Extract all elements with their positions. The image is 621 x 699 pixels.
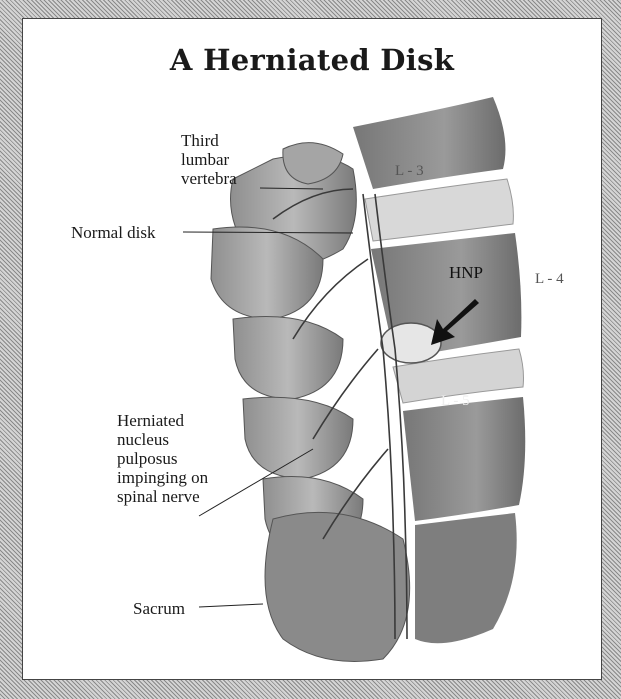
label-hnp: HNP xyxy=(449,263,483,282)
diagram-title: A Herniated Disk xyxy=(23,43,601,77)
label-sacrum: Sacrum xyxy=(133,599,185,618)
label-herniated: Herniated nucleus pulposus impinging on … xyxy=(117,411,208,506)
diagram-panel: A Herniated Disk Third lumbar vertebra N… xyxy=(22,18,602,680)
label-l3: L - 3 xyxy=(395,163,424,180)
label-normal-disk: Normal disk xyxy=(71,223,156,242)
label-l4: L - 4 xyxy=(535,271,564,288)
spine-illustration xyxy=(23,19,601,679)
label-third-lumbar: Third lumbar vertebra xyxy=(181,131,237,188)
label-l5: L - 5 xyxy=(441,393,470,410)
